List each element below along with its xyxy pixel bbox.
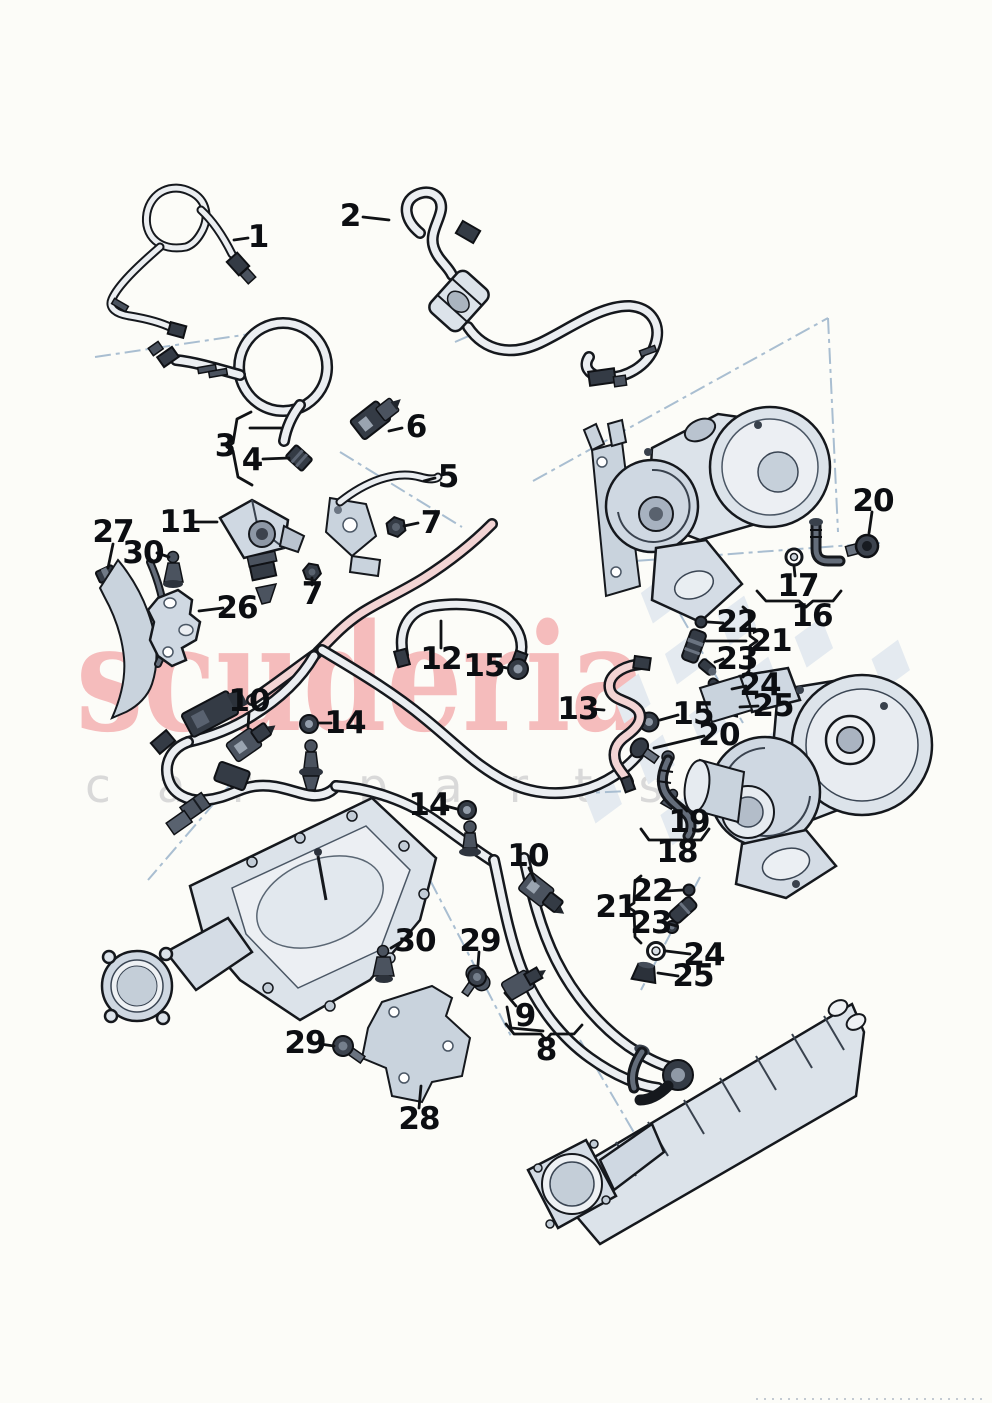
sensor-10-lower — [518, 871, 565, 914]
screw-20-top — [844, 533, 880, 559]
turbocharger-lower — [683, 666, 934, 900]
callout-20a: 20 — [852, 483, 894, 519]
sensor-6 — [349, 397, 401, 440]
ball-socket-14-left — [299, 714, 323, 791]
fuel-line-harness — [149, 518, 694, 1106]
fuel-hose-2 — [400, 186, 664, 388]
callout-25b: 25 — [672, 958, 714, 994]
callout-13: 13 — [557, 691, 599, 727]
fuel-pump-11 — [218, 498, 306, 605]
screw-29-right — [461, 967, 487, 998]
callout-4: 4 — [241, 442, 264, 478]
manifold-elbow-fitting — [626, 1044, 650, 1094]
callout-21b: 21 — [595, 889, 637, 925]
injector-stub-2 — [165, 809, 194, 836]
callout-22a: 22 — [716, 604, 758, 640]
elbow-fitting-18 — [656, 750, 697, 842]
intake-manifold-left — [100, 796, 438, 1026]
ring-nut-15-left — [507, 658, 529, 680]
callout-24a: 24 — [739, 667, 781, 703]
callout-29b: 29 — [459, 923, 501, 959]
rail-fitting — [213, 760, 251, 792]
callout-19: 19 — [668, 804, 710, 840]
callout-5: 5 — [437, 459, 460, 495]
sensor-10-upper — [225, 722, 276, 763]
bracket-28 — [360, 984, 472, 1104]
nut-7-upper — [385, 515, 407, 539]
vent-hose-12 — [392, 598, 529, 671]
nut-7-lower — [301, 562, 323, 582]
callout-15b: 15 — [672, 696, 714, 732]
callout-7a: 7 — [420, 505, 443, 541]
callout-14b: 14 — [408, 787, 450, 823]
callout-6: 6 — [405, 409, 428, 445]
ball-stud-30-lower — [372, 944, 395, 983]
callout-3: 3 — [214, 428, 237, 464]
callout-30b: 30 — [394, 923, 436, 959]
callout-12: 12 — [420, 641, 462, 677]
rail-end-fitting — [149, 728, 177, 756]
callout-24b: 24 — [683, 937, 725, 973]
callout-9: 9 — [514, 998, 537, 1034]
callout-27: 27 — [92, 514, 134, 550]
connector-block — [180, 688, 248, 738]
callout-10b: 10 — [507, 838, 549, 874]
callout-7b: 7 — [301, 576, 324, 612]
screw-29-left — [332, 1035, 366, 1065]
clamp-4 — [285, 444, 313, 472]
callout-1: 1 — [247, 219, 270, 255]
bracket-26 — [98, 558, 202, 720]
ball-socket-14-right — [457, 800, 481, 857]
ball-stud-30-upper — [163, 550, 184, 588]
callout-21a: 21 — [750, 623, 792, 659]
callout-26: 26 — [216, 590, 258, 626]
callout-17: 17 — [777, 568, 819, 604]
intake-manifold-lower — [526, 999, 867, 1246]
callout-23b: 23 — [630, 905, 672, 941]
banjo-fitting-16 — [784, 518, 880, 567]
callout-29a: 29 — [284, 1025, 326, 1061]
callout-2: 2 — [339, 198, 362, 234]
callout-8: 8 — [535, 1032, 558, 1068]
callout-23a: 23 — [716, 641, 758, 677]
fuel-line-1 — [106, 183, 257, 340]
callout-11: 11 — [159, 504, 201, 540]
callout-10a: 10 — [228, 683, 270, 719]
callout-16: 16 — [791, 598, 833, 634]
vent-hose-13 — [603, 654, 652, 794]
callout-15a: 15 — [463, 648, 505, 684]
callout-14a: 14 — [324, 705, 366, 741]
loop-hose-3 — [147, 317, 334, 447]
callout-20b: 20 — [698, 717, 740, 753]
callout-25a: 25 — [752, 688, 794, 724]
callout-18: 18 — [656, 834, 698, 870]
screw-20-center — [629, 737, 660, 765]
callout-30a: 30 — [122, 535, 164, 571]
callout-22b: 22 — [631, 873, 673, 909]
callout-leaders — [106, 215, 874, 1110]
callout-28: 28 — [398, 1101, 440, 1137]
turbocharger-upper — [582, 405, 832, 624]
